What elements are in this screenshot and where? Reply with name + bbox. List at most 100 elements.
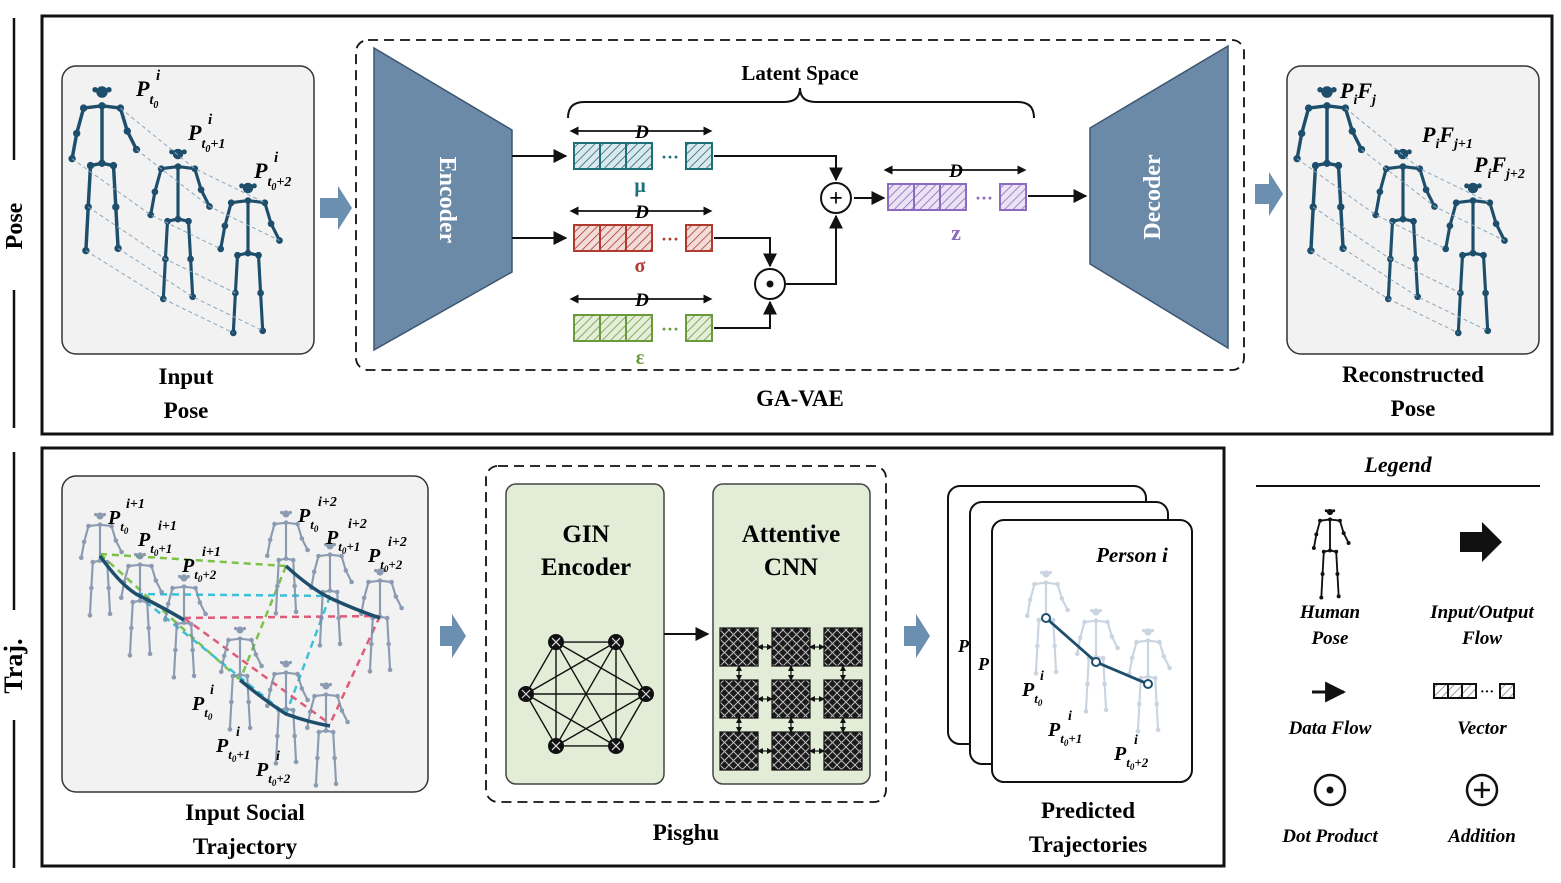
- vector-cell: [573, 224, 601, 252]
- input-social-caption-2: Trajectory: [193, 834, 298, 859]
- svg-text:···: ···: [1480, 685, 1494, 700]
- svg-text:D: D: [634, 202, 649, 223]
- legend-io-1: Input/Output: [1429, 602, 1534, 623]
- pose-skeleton-1: [68, 86, 141, 255]
- pose-skeleton-3: [1442, 182, 1508, 337]
- addition-icon: [1465, 773, 1499, 807]
- sigma-vector: ···: [573, 224, 713, 252]
- svg-text:Pose: Pose: [2, 202, 28, 249]
- pose-link: [120, 107, 266, 204]
- ga-vae-label: GA-VAE: [756, 386, 844, 411]
- flow-arrow-1: [320, 186, 352, 230]
- decoder-block: [1089, 44, 1229, 350]
- svg-text:i: i: [274, 150, 279, 166]
- svg-text:i: i: [156, 68, 161, 84]
- pose-link: [1361, 149, 1505, 241]
- social-dashed-links: [99, 552, 382, 726]
- pose-link: [1296, 158, 1446, 250]
- epsilon-vector: ···: [573, 314, 713, 342]
- pose-link: [117, 247, 263, 332]
- svg-text:i: i: [208, 112, 213, 128]
- vector-ellipsis: ···: [975, 188, 993, 208]
- vector-cell: [685, 314, 713, 342]
- vector-icon: ···: [1433, 683, 1515, 700]
- pose-link: [71, 158, 221, 250]
- reconstructed-caption-2: Pose: [1391, 396, 1436, 421]
- traj-section-label: Traj.: [0, 452, 28, 868]
- input-pose-caption-1: Input: [159, 364, 214, 389]
- dot-product-icon: [1313, 773, 1347, 807]
- svg-text:P: P: [977, 654, 990, 674]
- sigma-label: σ: [635, 255, 646, 277]
- predicted-trajectory-path: [1041, 613, 1153, 689]
- vector-cell: [913, 183, 941, 211]
- pose-link: [1310, 250, 1459, 334]
- svg-text:D: D: [948, 161, 963, 182]
- vector-cell: [599, 142, 627, 170]
- gin-edge: [615, 641, 647, 695]
- legend-skeleton: [1311, 508, 1351, 600]
- epsilon-label: ε: [636, 347, 645, 369]
- gin-edge: [525, 693, 557, 747]
- human-pose-icon: [1311, 508, 1351, 600]
- vector-cell: [625, 314, 653, 342]
- svg-text:i: i: [210, 683, 214, 698]
- pose-skeleton-1: [1293, 86, 1366, 255]
- gin-graph: [518, 634, 654, 754]
- svg-text:D: D: [634, 290, 649, 311]
- predicted-caption-1: Predicted: [1041, 798, 1135, 823]
- ga-vae-box: [355, 39, 1245, 371]
- social-trajectory-lines: [98, 554, 381, 728]
- gin-label-2: Encoder: [541, 554, 631, 581]
- input-pose-skeletons: [68, 86, 283, 337]
- pisghu-label: Pisghu: [653, 820, 720, 845]
- svg-text:Traj.: Traj.: [0, 638, 28, 693]
- svg-text:i+1: i+1: [202, 545, 221, 560]
- flow-arrow-4: [904, 614, 930, 658]
- input-pose-box: [61, 65, 315, 355]
- reconstructed-pose-box: [1286, 65, 1540, 355]
- cnn-cell: [719, 679, 759, 719]
- input-social-caption-1: Input Social: [185, 800, 305, 825]
- pose-skeleton-2: [1372, 148, 1438, 303]
- cnn-label-2: CNN: [764, 554, 818, 581]
- cnn-cell: [771, 627, 811, 667]
- pose-link: [85, 250, 234, 334]
- svg-text:D: D: [634, 122, 649, 143]
- legend-dataflow: Data Flow: [1288, 718, 1372, 739]
- z-vector: ···: [887, 183, 1027, 211]
- pose-data-flow: [512, 149, 1088, 329]
- svg-text:i: i: [236, 725, 240, 740]
- reconstructed-caption-1: Reconstructed: [1342, 362, 1484, 387]
- predicted-skeletons: [1024, 570, 1172, 734]
- gin-edge: [525, 641, 617, 695]
- addition-node: +: [820, 182, 852, 214]
- vector-ellipsis: ···: [661, 319, 679, 339]
- social-skeleton-7: [218, 626, 264, 732]
- legend-vector: Vector: [1457, 718, 1507, 739]
- predicted-skeleton-3: [1126, 628, 1172, 734]
- pisghu-box: [485, 465, 887, 803]
- legend-addition: Addition: [1447, 826, 1516, 847]
- latent-space-brace: [567, 87, 1035, 119]
- gin-edge: [615, 693, 647, 747]
- reconstructed-pose-skeletons: [1293, 86, 1508, 337]
- svg-text:i: i: [1134, 733, 1138, 748]
- dim-arrows: D D D D: [569, 122, 1027, 311]
- vector-cell: [685, 142, 713, 170]
- vector-cell: [573, 142, 601, 170]
- cnn-cell: [719, 627, 759, 667]
- encoder-block: [373, 46, 513, 352]
- pose-link: [1345, 107, 1491, 204]
- svg-text:i+1: i+1: [126, 497, 145, 512]
- vector-cell: [599, 314, 627, 342]
- predicted-skeleton-2: [1074, 608, 1120, 714]
- encoder-label: Encoder: [434, 157, 460, 244]
- vector-ellipsis: ···: [661, 147, 679, 167]
- pose-link: [1312, 206, 1461, 294]
- pose-section-label: Pose: [2, 18, 28, 428]
- vector-cell: [685, 224, 713, 252]
- svg-text:i: i: [276, 749, 280, 764]
- svg-text:i+2: i+2: [348, 517, 367, 532]
